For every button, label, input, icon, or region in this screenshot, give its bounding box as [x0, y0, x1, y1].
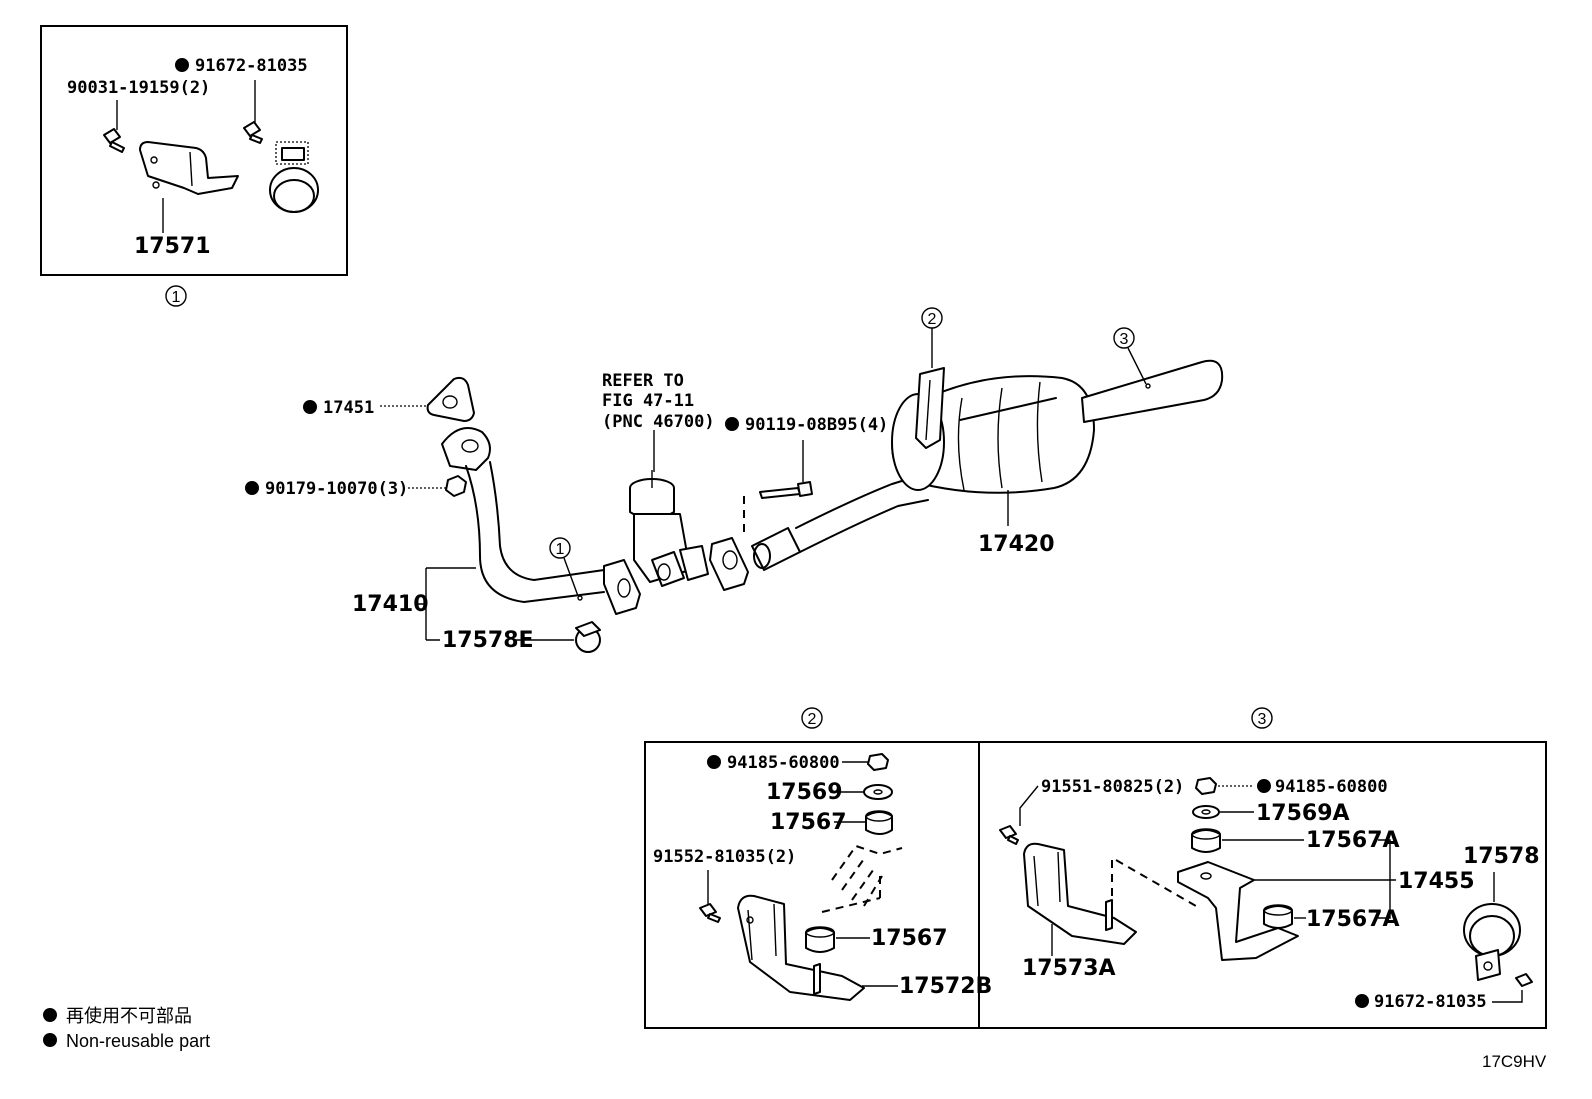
part-label-17567A-b: 17567A — [1306, 907, 1400, 932]
part-label-17567-a: 17567 — [770, 810, 847, 835]
bolt-91672-top[interactable] — [243, 80, 263, 144]
clamp-17578[interactable] — [1463, 903, 1521, 981]
part-label-94185-b: 94185-60800 — [1275, 777, 1388, 797]
main-assembly: 17451 90179-10070(3) 17410 17578E — [245, 307, 1224, 653]
part-label-90179: 90179-10070(3) — [265, 479, 408, 499]
washer-17569A[interactable] — [1192, 805, 1220, 819]
legend-en: Non-reusable part — [66, 1031, 210, 1051]
callout-number: 3 — [1258, 711, 1267, 728]
clamp-17578E[interactable] — [575, 621, 601, 653]
detail-box-3: 91551-80825(2) 94185-60800 17569A 17567A… — [978, 741, 1547, 1029]
non-reusable-mark — [175, 58, 189, 72]
part-label-17569A: 17569A — [1256, 801, 1350, 826]
bolt-91552[interactable] — [699, 903, 721, 923]
part-label-17572B: 17572B — [899, 974, 992, 999]
referenced-component-46700[interactable] — [629, 470, 709, 587]
bracket-17572B[interactable] — [737, 894, 865, 1001]
washer-17569[interactable] — [863, 784, 893, 800]
nut-94185-a[interactable] — [867, 753, 889, 771]
part-label-90119: 90119-08B95(4) — [745, 415, 888, 435]
bushing-17567-b[interactable] — [805, 926, 835, 953]
part-label-17569: 17569 — [766, 780, 843, 805]
front-pipe-17410[interactable] — [441, 427, 641, 615]
part-label-91551: 91551-80825(2) — [1041, 777, 1184, 797]
part-label-17451: 17451 — [323, 398, 374, 418]
bolt-90031[interactable] — [103, 128, 125, 153]
bushing-17567-a[interactable] — [865, 810, 893, 835]
part-label-17455: 17455 — [1398, 869, 1475, 894]
detail-box-2: 94185-60800 17569 17567 91552-81035(2) — [644, 741, 992, 1029]
callout-number: 3 — [1120, 331, 1129, 348]
part-label-17420: 17420 — [978, 532, 1055, 557]
nut-90179[interactable] — [445, 475, 467, 497]
part-label-17578: 17578 — [1463, 844, 1540, 869]
bolt-91551[interactable] — [999, 825, 1019, 845]
bushing-17567A-a[interactable] — [1191, 828, 1221, 853]
part-label-17571: 17571 — [134, 234, 211, 259]
callout-number: 1 — [556, 541, 565, 558]
reference-line-2: FIG 47-11 — [602, 391, 694, 411]
clamp-top[interactable] — [269, 141, 319, 213]
center-pipe[interactable] — [709, 475, 929, 591]
callout-number: 2 — [928, 311, 937, 328]
bracket-17573A[interactable] — [1023, 842, 1137, 956]
nut-94185-b[interactable] — [1195, 777, 1217, 795]
bracket-17455[interactable] — [1177, 861, 1390, 961]
reference-line-1: REFER TO — [602, 371, 684, 391]
reference-line-3: (PNC 46700) — [602, 412, 715, 432]
detail-box-1: 91672-81035 90031-19159(2) 17571 — [40, 25, 348, 276]
bolt-91672-bottom[interactable] — [1492, 973, 1533, 1003]
part-label-17567-b: 17567 — [871, 926, 948, 951]
part-label-90031: 90031-19159(2) — [67, 78, 210, 98]
part-label-91672-top: 91672-81035 — [195, 56, 308, 76]
gasket-17451[interactable] — [426, 376, 475, 422]
bushing-17567A-b[interactable] — [1263, 904, 1293, 929]
part-label-91672-bottom: 91672-81035 — [1374, 992, 1487, 1012]
callout-1-box: 1 — [165, 285, 187, 307]
part-label-91552: 91552-81035(2) — [653, 847, 796, 867]
legend: 再使用不可部品 Non-reusable part — [43, 1006, 210, 1051]
callout-number: 1 — [172, 289, 181, 306]
callout-3-box: 3 — [1251, 707, 1273, 729]
callout-2-box: 2 — [801, 707, 823, 729]
part-label-17410: 17410 — [352, 592, 429, 617]
legend-jp: 再使用不可部品 — [66, 1006, 192, 1026]
callout-number: 2 — [808, 711, 817, 728]
diagram-code: 17C9HV — [1482, 1052, 1547, 1071]
bracket-17571[interactable] — [139, 141, 239, 233]
hanger-2[interactable] — [915, 367, 945, 449]
part-label-94185-a: 94185-60800 — [727, 753, 840, 773]
bolt-90119[interactable] — [759, 440, 813, 499]
part-label-17573A: 17573A — [1022, 956, 1116, 981]
